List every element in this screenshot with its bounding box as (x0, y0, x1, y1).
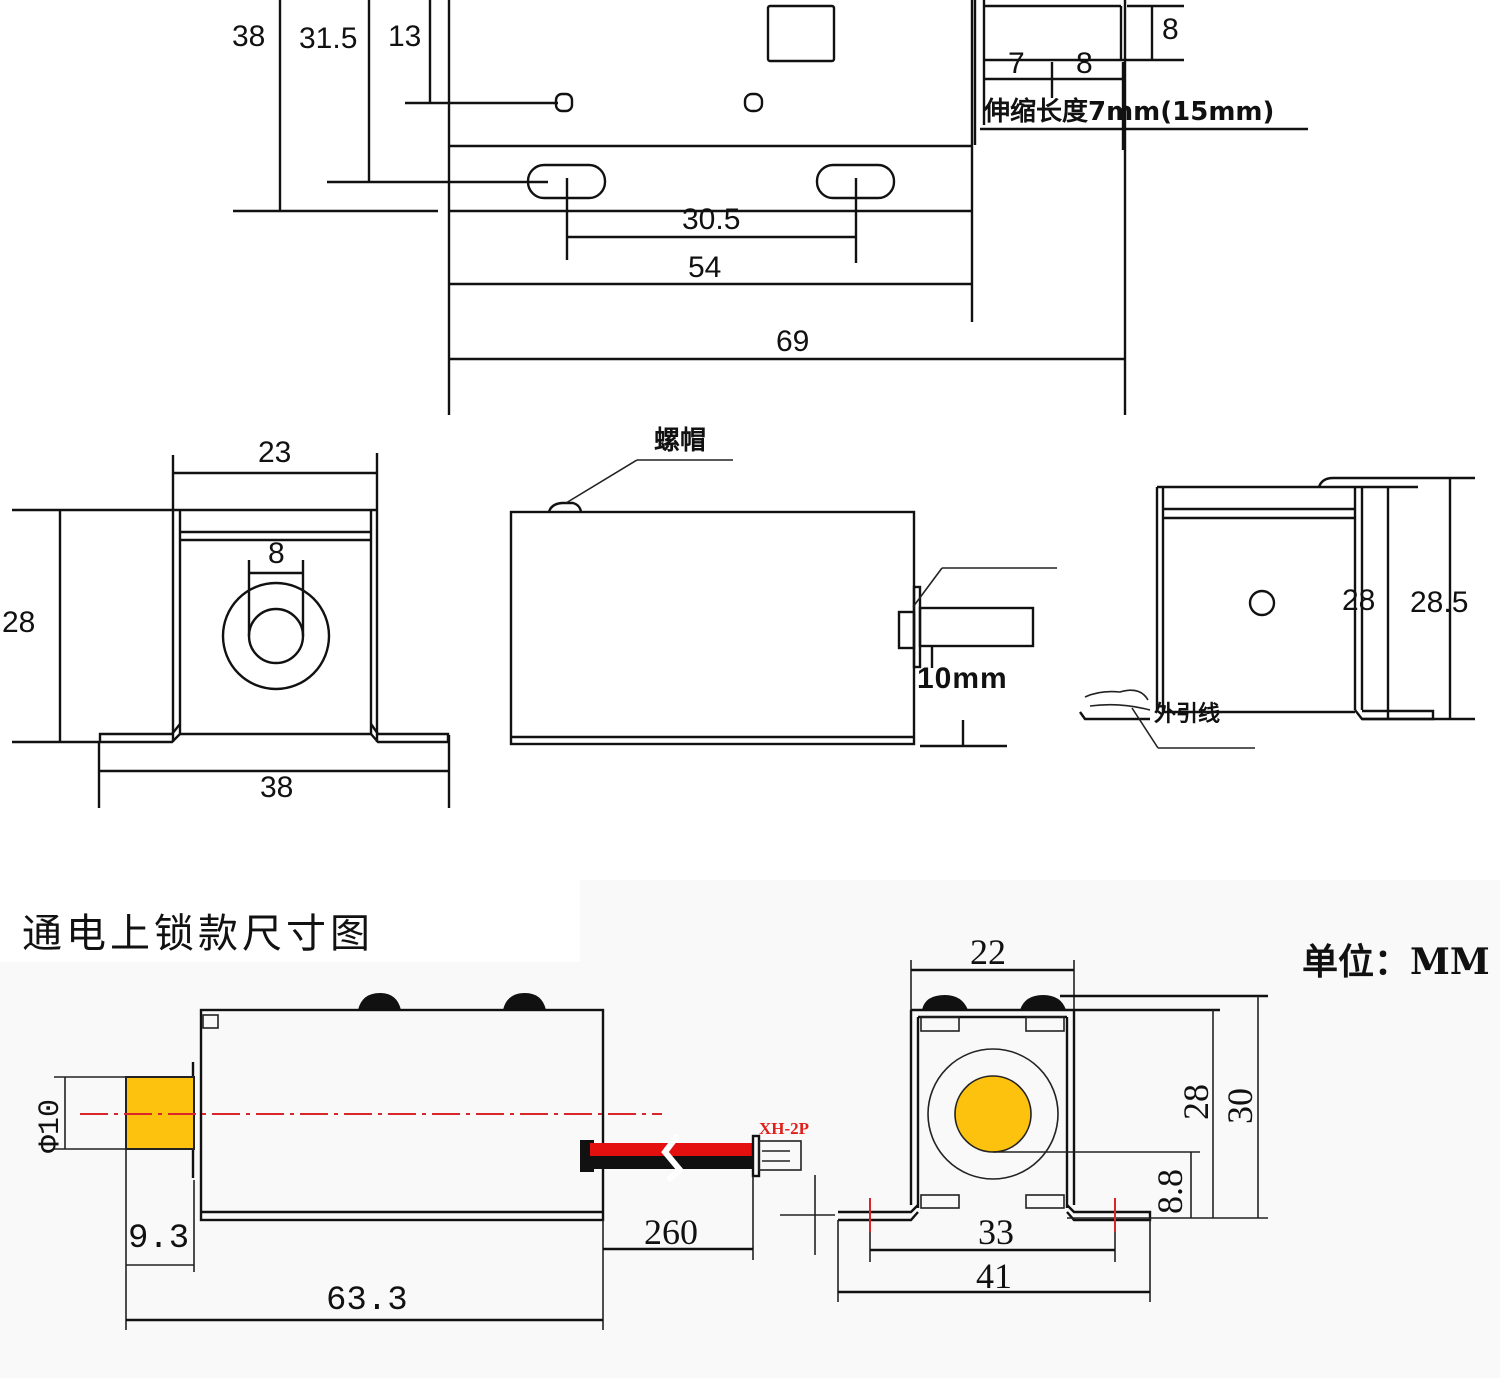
dim-label-260: 260 (644, 1212, 698, 1252)
top-view (233, 0, 1308, 415)
lead-wire-shape (1084, 689, 1151, 711)
rear-hole (1248, 589, 1276, 617)
screw-cap-label: 螺帽 (654, 426, 707, 456)
screw-cap-leader (565, 459, 638, 504)
plunger-leader (912, 567, 943, 608)
plunger-inner-circle (247, 607, 305, 665)
wire-break (661, 1133, 685, 1183)
dim-label-end-28: 28 (1176, 1084, 1216, 1120)
dim-label-31-5: 31.5 (299, 22, 358, 55)
dim-label-8: 8 (268, 537, 285, 570)
rear-left-foot (1079, 711, 1150, 721)
powered-lock-side-view (54, 993, 835, 1330)
dim-label-13: 13 (388, 20, 422, 53)
end-coil-ring (927, 1048, 1059, 1180)
dim-label-38: 38 (232, 20, 266, 53)
end-screw-2 (1020, 995, 1066, 1010)
side-view (509, 459, 1057, 748)
dim-label-54: 54 (688, 251, 722, 284)
dim-label-30: 30 (1220, 1088, 1260, 1124)
end-slot-bl (920, 1194, 960, 1209)
stroke-length-note: 伸缩长度7mm(15mm) (984, 97, 1275, 127)
plunger-rod (918, 606, 1035, 648)
rear-screw-cap (1317, 476, 1475, 488)
lower-body (199, 1008, 605, 1222)
dim-label-41: 41 (976, 1256, 1012, 1296)
small-hole-right (743, 92, 764, 113)
side-body (509, 510, 916, 746)
dim-label-69: 69 (776, 325, 810, 358)
dim-label-9-3: 9.3 (128, 1220, 190, 1258)
lower-section-background (0, 962, 1500, 1378)
connector-flange (751, 1134, 761, 1178)
lead-wire-leader (1131, 707, 1159, 749)
unit-label: 单位：MM (1302, 941, 1490, 983)
screw-cap-shape (547, 501, 583, 513)
square-window (766, 4, 836, 63)
dim-label-28: 28 (2, 606, 36, 639)
end-slot-tl (920, 1016, 960, 1032)
plunger-collar (897, 610, 916, 650)
dim-label-tab-height-8: 8 (1162, 13, 1179, 46)
title-background (0, 880, 580, 962)
dim-label-23: 23 (258, 436, 292, 469)
section-title: 通电上锁款尺寸图 (22, 911, 374, 957)
dim-label-33: 33 (978, 1212, 1014, 1252)
end-slot-tr (1025, 1016, 1065, 1032)
dim-label-8-8: 8.8 (1150, 1169, 1190, 1214)
connector-label: XH-2P (759, 1119, 810, 1138)
wire-red (590, 1143, 753, 1156)
rear-view (1079, 476, 1475, 749)
body-corner-tab (202, 1014, 219, 1029)
lead-wire-label: 外引线 (1154, 702, 1221, 727)
dim-label-30-5: 30.5 (682, 203, 741, 236)
front-foot-right (370, 723, 450, 744)
front-foot-left (98, 723, 181, 742)
dim-label-tab-8: 8 (1076, 47, 1093, 80)
lower-section-background-right (580, 880, 1500, 962)
dim-label-phi10: Φ10 (34, 1098, 68, 1153)
dim-label-28-5: 28.5 (1410, 586, 1469, 619)
powered-lock-end-view (837, 960, 1268, 1302)
dim-label-22: 22 (970, 932, 1006, 972)
end-foot-left (838, 1204, 919, 1222)
dim-label-tab-7: 7 (1008, 47, 1025, 80)
dim-label-38-base: 38 (260, 771, 294, 804)
plunger-height-label: 10mm (917, 662, 1008, 695)
connector-body (758, 1140, 802, 1171)
end-slot-br (1025, 1194, 1065, 1209)
dim-label-63-3: 63.3 (326, 1282, 408, 1320)
small-hole-left (554, 92, 574, 113)
screw-head-2 (503, 993, 546, 1010)
end-screw-1 (922, 995, 968, 1010)
rear-foot (1354, 709, 1435, 721)
dim-label-rear-28: 28 (1342, 584, 1376, 617)
front-foot-left-lower (100, 733, 181, 744)
front-view (12, 453, 451, 808)
end-plunger-yellow (954, 1075, 1032, 1153)
screw-head-1 (358, 993, 401, 1010)
plunger-outer-ring (221, 581, 331, 691)
